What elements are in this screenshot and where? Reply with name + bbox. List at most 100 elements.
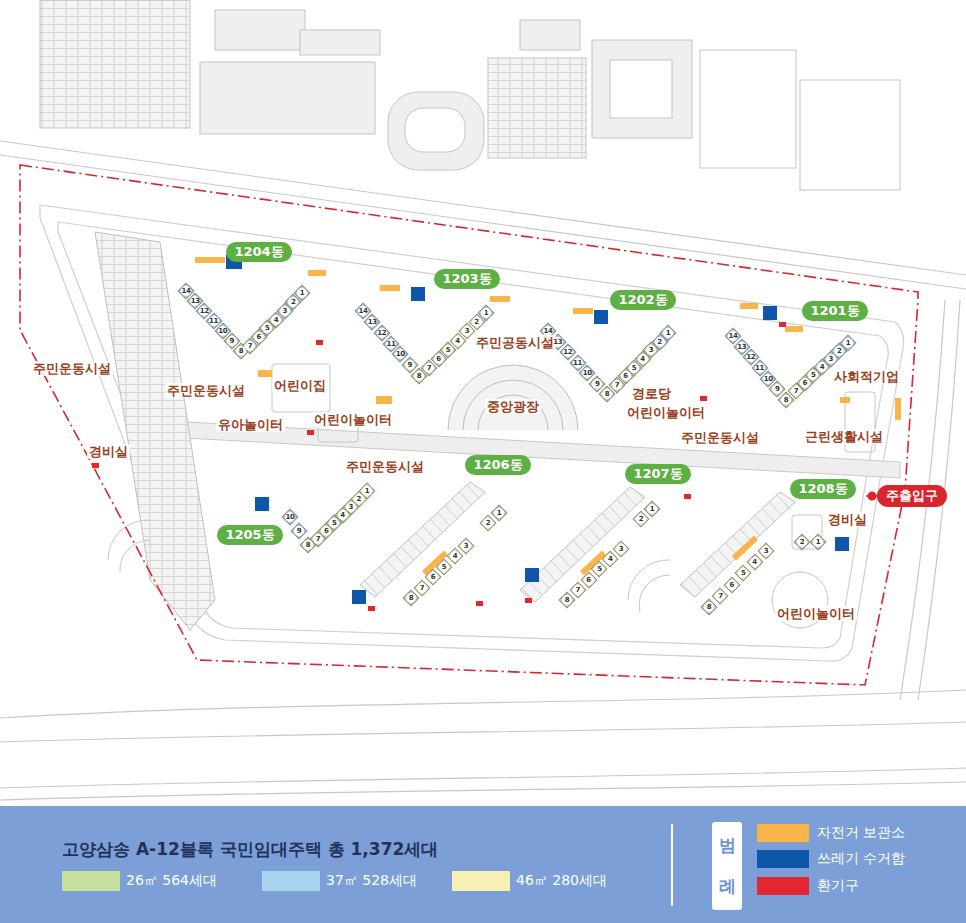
unit-number: 8: [602, 389, 612, 399]
vents: [684, 494, 691, 499]
bicycle-storage: [195, 257, 901, 575]
vents: [307, 430, 314, 435]
parking: [95, 232, 215, 630]
bicycle-storage: [195, 257, 225, 263]
bicycle-storage: [785, 326, 803, 332]
neighbourhood: [40, 0, 190, 128]
vents: [92, 463, 99, 468]
unit-number: 14: [728, 331, 738, 341]
legend-text: 26㎡ 564세대: [126, 872, 217, 890]
unit-number: 11: [573, 358, 583, 368]
unit-number: 10: [395, 349, 405, 359]
unit-number: 12: [377, 328, 387, 338]
unit-number: 4: [338, 510, 348, 520]
facility-label: 어린이놀이터: [312, 412, 394, 427]
bicycle-storage: [740, 303, 758, 309]
unit-number: 1: [647, 504, 657, 514]
facility-label: 어린이놀이터: [625, 405, 707, 420]
vents: [525, 598, 532, 603]
neighbourhood: [488, 58, 586, 158]
unit-number: 10: [763, 374, 773, 384]
central-plaza: [478, 395, 548, 430]
facility-outlines: [272, 364, 330, 412]
unit-number: 5: [629, 363, 639, 373]
unit-number: 6: [727, 580, 737, 590]
unit-number: 13: [190, 296, 200, 306]
garbage-bins: [594, 310, 608, 324]
garbage-bins: [411, 287, 425, 301]
neighbourhood: [300, 30, 380, 55]
neighbourhood: [40, 0, 900, 190]
unit-number: 8: [406, 593, 416, 603]
garbage-bins: [255, 497, 269, 511]
unit-number: 13: [367, 317, 377, 327]
entrance-marker: [868, 492, 877, 501]
legend-divider: [671, 824, 673, 906]
neighbourhood: [405, 108, 465, 152]
unit-number: 8: [303, 540, 313, 550]
unit-number: 3: [346, 502, 356, 512]
unit-number: 1: [481, 308, 491, 318]
vents: [476, 601, 483, 606]
legend-swatch: [757, 877, 809, 895]
bicycle-storage: [380, 285, 400, 291]
unit-number: 9: [294, 526, 304, 536]
central-plaza: [448, 365, 578, 430]
unit-number: 4: [271, 315, 281, 325]
unit-number: 2: [472, 317, 482, 327]
facility-label: 중앙광장: [485, 399, 541, 414]
node-text: 1202동: [618, 292, 667, 308]
unit-number: 14: [358, 306, 368, 316]
unit-number: 1: [362, 486, 372, 496]
legend-text: 37㎡ 528세대: [326, 872, 417, 890]
legend-heading-box: 범례: [712, 822, 742, 910]
node-text: 1205동: [225, 527, 274, 543]
node-text: 1206동: [473, 457, 522, 473]
neighbourhood: [388, 92, 484, 170]
facility-label: 유아놀이터: [216, 417, 285, 432]
neighbourhood: [215, 10, 305, 50]
legend-swatch: [62, 871, 120, 891]
garbage-bins: [352, 590, 366, 604]
unit-number: 7: [417, 583, 427, 593]
facility-label: 어린이집: [272, 378, 328, 393]
unit-number: 6: [621, 371, 631, 381]
unit-number: 4: [453, 336, 463, 346]
unit-number: 11: [386, 339, 396, 349]
bicycle-storage: [308, 270, 326, 276]
bicycle-storage: [490, 296, 510, 302]
unit-number: 3: [280, 306, 290, 316]
unit-number: 5: [443, 345, 453, 355]
unit-number: 7: [424, 363, 434, 373]
building-pill: 1201동: [802, 301, 867, 321]
unit-number: 4: [638, 354, 648, 364]
bicycle-storage: [840, 397, 850, 403]
outer-roads: [0, 782, 966, 800]
bicycle-storage: [376, 396, 392, 404]
unit-number: 11: [209, 316, 219, 326]
unit-number: 8: [414, 371, 424, 381]
facility-label: 경로당: [630, 386, 673, 401]
node-text: 주출입구: [886, 488, 938, 504]
vents: [779, 322, 786, 327]
node-text: 1201동: [810, 303, 859, 319]
unit-number: 3: [826, 354, 836, 364]
facility-outlines: [120, 540, 150, 572]
unit-number: 1: [297, 288, 307, 298]
garbage-bins: [525, 568, 539, 582]
facility-label: 주민운동시설: [344, 459, 426, 474]
unit-number: 12: [563, 347, 573, 357]
node-text: 1204동: [234, 244, 283, 260]
unit-number: 1: [813, 537, 823, 547]
facility-outlines: [108, 364, 875, 628]
legend-swatch: [452, 871, 510, 891]
unit-number: 7: [573, 585, 583, 595]
unit-number: 6: [254, 332, 264, 342]
bicycle-storage: [258, 370, 272, 377]
outer-roads: [0, 722, 966, 742]
neighbourhood: [610, 60, 672, 118]
garbage-bins: [226, 255, 849, 604]
unit-number: 12: [746, 352, 756, 362]
unit-number: 4: [817, 362, 827, 372]
unit-number: 8: [781, 395, 791, 405]
